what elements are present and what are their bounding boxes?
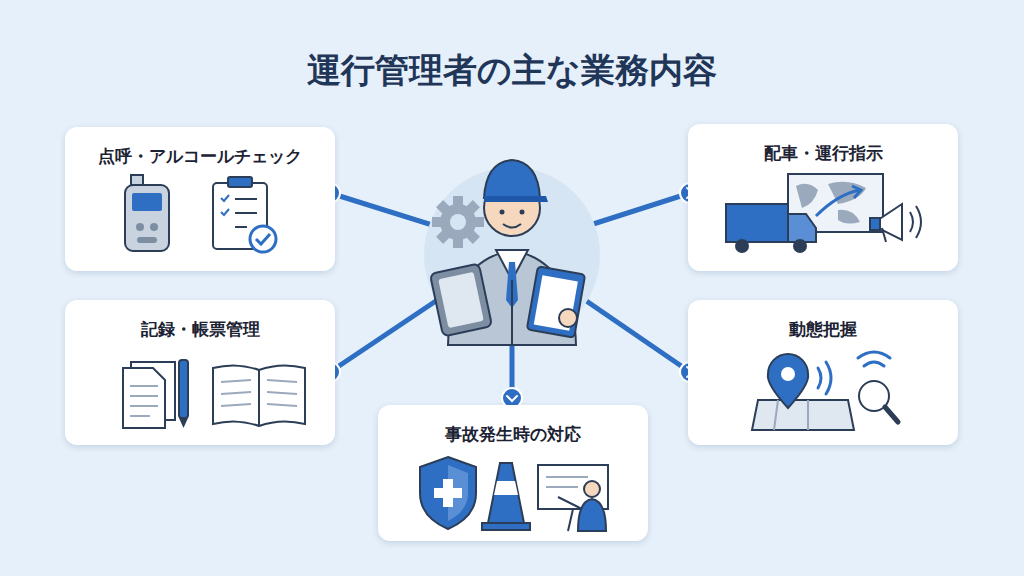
- card-heading: 動態把握: [688, 300, 958, 341]
- task-card: 点呼・アルコールチェック: [65, 127, 335, 271]
- card-heading: 事故発生時の対応: [378, 405, 648, 446]
- task-card: 配車・運行指示: [688, 124, 958, 271]
- task-card: 事故発生時の対応: [378, 405, 648, 541]
- card-heading: 記録・帳票管理: [65, 300, 335, 341]
- card-heading: 配車・運行指示: [688, 124, 958, 165]
- diagram-title: 運行管理者の主な業務内容: [0, 48, 1024, 94]
- task-card: 動態把握: [688, 300, 958, 445]
- card-heading: 点呼・アルコールチェック: [65, 127, 335, 168]
- task-card: 記録・帳票管理: [65, 300, 335, 445]
